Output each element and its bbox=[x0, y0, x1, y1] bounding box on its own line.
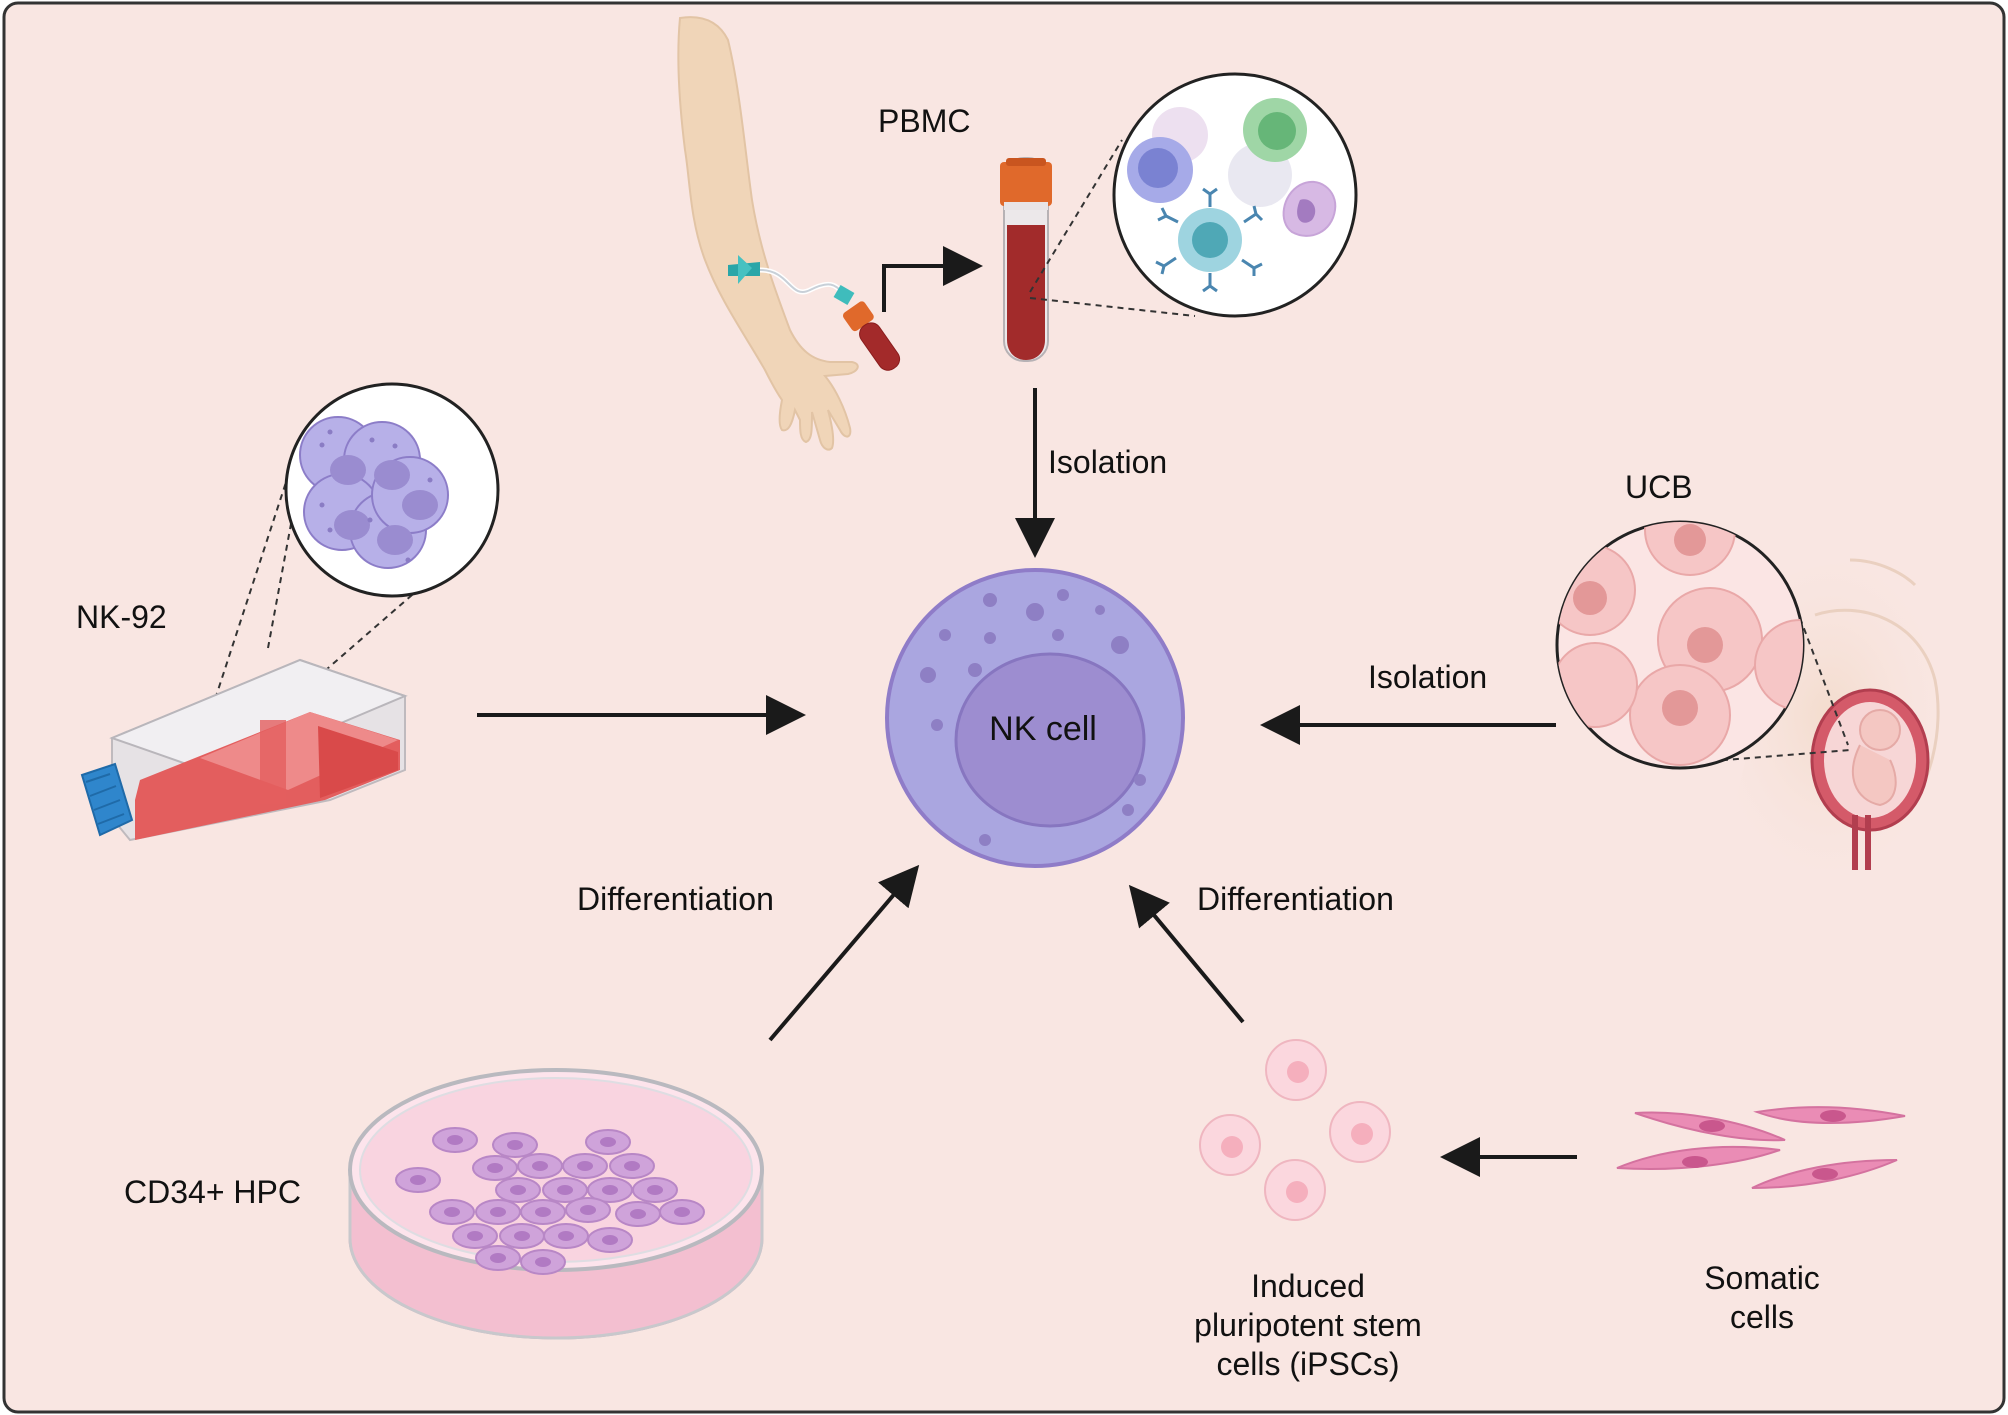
nk-cell-label: NK cell bbox=[989, 710, 1097, 748]
isolation-top-label: Isolation bbox=[1048, 444, 1167, 480]
zoom-line bbox=[1029, 139, 1123, 293]
ipsc-cells-icon bbox=[1199, 1039, 1391, 1221]
nk92-cells-icon bbox=[284, 382, 500, 598]
ipsc-label-line3: cells (iPSCs) bbox=[1216, 1346, 1399, 1382]
pregnant-womb-icon bbox=[1720, 558, 1940, 870]
zoom-line bbox=[249, 574, 436, 737]
culture-flask-icon bbox=[80, 658, 408, 842]
blood-tube-icon bbox=[1000, 157, 1052, 362]
zoom-line bbox=[204, 469, 291, 731]
petri-dish-icon bbox=[348, 1068, 764, 1340]
ipsc-label-line1: Induced bbox=[1251, 1268, 1365, 1304]
nk-cell bbox=[885, 568, 1185, 868]
differentiation-right-label: Differentiation bbox=[1197, 881, 1394, 917]
pbmc-label: PBMC bbox=[878, 103, 970, 139]
somatic-cells-icon bbox=[1616, 1106, 1906, 1189]
differentiation-left-label: Differentiation bbox=[577, 881, 774, 917]
cd34-hpc-label: CD34+ HPC bbox=[124, 1174, 301, 1210]
somatic-label-line1: Somatic bbox=[1704, 1260, 1820, 1296]
nk92-label: NK-92 bbox=[76, 599, 167, 635]
ucb-label: UCB bbox=[1625, 469, 1693, 505]
differentiation-arrow-right bbox=[1128, 884, 1245, 1024]
step-arrow bbox=[882, 246, 983, 312]
zoom-line bbox=[1799, 617, 1849, 746]
differentiation-arrow-left bbox=[768, 864, 920, 1042]
zoom-line bbox=[1029, 297, 1196, 317]
zoom-line bbox=[267, 469, 302, 649]
pbmc-cells-icon bbox=[1112, 72, 1358, 318]
arm-blood-draw-icon bbox=[677, 16, 901, 451]
somatic-label-line2: cells bbox=[1730, 1299, 1794, 1335]
ipsc-label-line2: pluripotent stem bbox=[1194, 1307, 1422, 1343]
ucb-cells-icon bbox=[1555, 520, 1805, 770]
isolation-right-label: Isolation bbox=[1368, 659, 1487, 695]
